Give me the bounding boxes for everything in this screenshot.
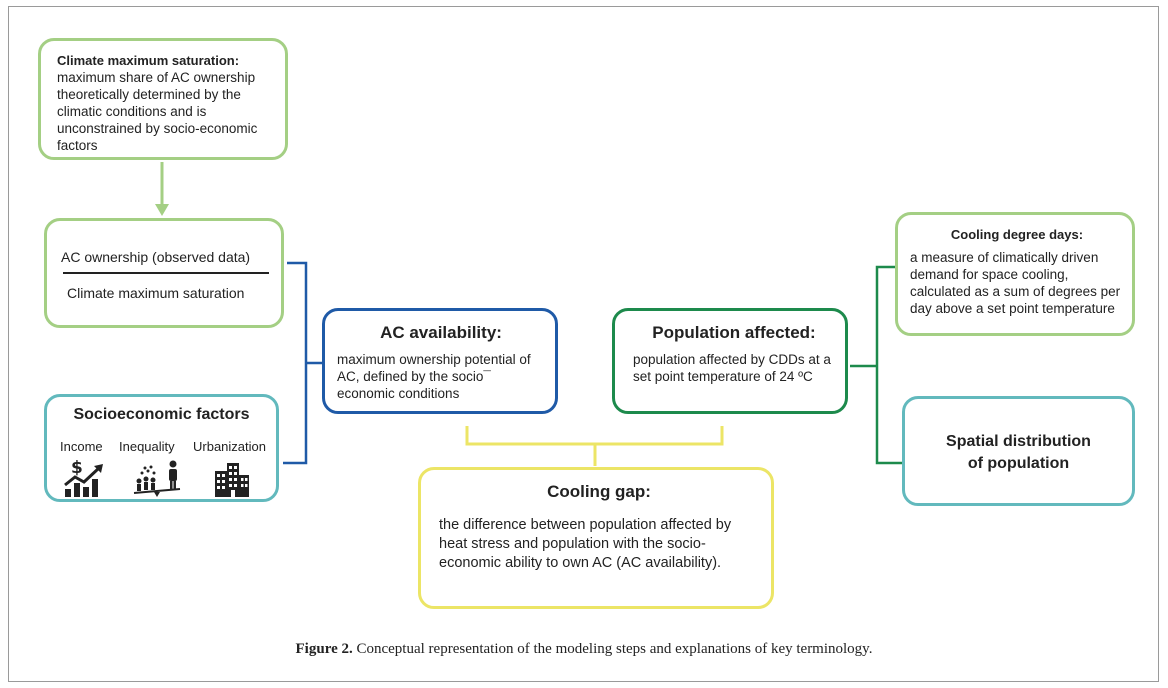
population-affected-title: Population affected:: [652, 323, 816, 342]
ac-availability-description: maximum ownership potential of AC, defin…: [337, 352, 531, 401]
spatial-distribution-line-2: of population: [967, 455, 1070, 472]
left-bracket: [283, 261, 322, 465]
inequality-label: Inequality: [119, 439, 175, 454]
ratio-denominator: Climate maximum saturation: [67, 285, 245, 301]
spatial-distribution-line-1: Spatial distribution: [946, 433, 1091, 450]
cooling-gap-title: Cooling gap:: [547, 482, 651, 501]
ratio-numerator: AC ownership (observed data): [61, 249, 251, 265]
spatial-distribution-box: Spatial distribution of population: [902, 396, 1135, 506]
ac-availability-title: AC availability:: [380, 323, 502, 342]
caption-text: Conceptual representation of the modelin…: [352, 641, 873, 657]
socioeconomic-title: Socioeconomic factors: [73, 406, 250, 423]
urbanization-icon: [215, 463, 249, 497]
ac-ownership-ratio-box: AC ownership (observed data) Climate max…: [44, 218, 284, 328]
cooling-gap-box: Cooling gap: the difference between popu…: [418, 467, 774, 609]
inequality-icon: [133, 460, 181, 497]
svg-text:$: $: [71, 459, 83, 478]
population-affected-box: Population affected: population affected…: [612, 308, 848, 414]
caption-label: Figure 2.: [295, 641, 353, 657]
figure-caption: Figure 2. Conceptual representation of t…: [0, 641, 1168, 658]
fraction-line: [63, 272, 269, 274]
population-affected-description: population affected by CDDs at a set poi…: [633, 352, 831, 384]
income-label: Income: [60, 439, 103, 454]
climate-saturation-box: Climate maximum saturation: maximum shar…: [38, 38, 288, 160]
climate-saturation-title: Climate maximum saturation:: [57, 53, 240, 68]
urbanization-label: Urbanization: [193, 439, 266, 454]
cooling-gap-description: the difference between population affect…: [439, 517, 732, 571]
spatial-distribution-title: Spatial distribution of population: [905, 431, 1132, 475]
arrow-head: [155, 204, 169, 216]
cooling-degree-days-description: a measure of climatically driven demand …: [910, 250, 1121, 316]
figure-frame: [8, 6, 1159, 682]
bottom-bracket: [465, 426, 724, 466]
right-bracket: [850, 265, 902, 465]
climate-saturation-description: maximum share of AC ownership theoretica…: [57, 70, 258, 153]
cooling-degree-days-box: Cooling degree days: a measure of climat…: [895, 212, 1135, 336]
cooling-degree-days-title: Cooling degree days:: [950, 227, 1084, 242]
income-icon: $: [64, 459, 103, 497]
ac-availability-box: AC availability: maximum ownership poten…: [322, 308, 558, 414]
socioeconomic-factors-box: Socioeconomic factors Income Inequality …: [44, 394, 279, 502]
